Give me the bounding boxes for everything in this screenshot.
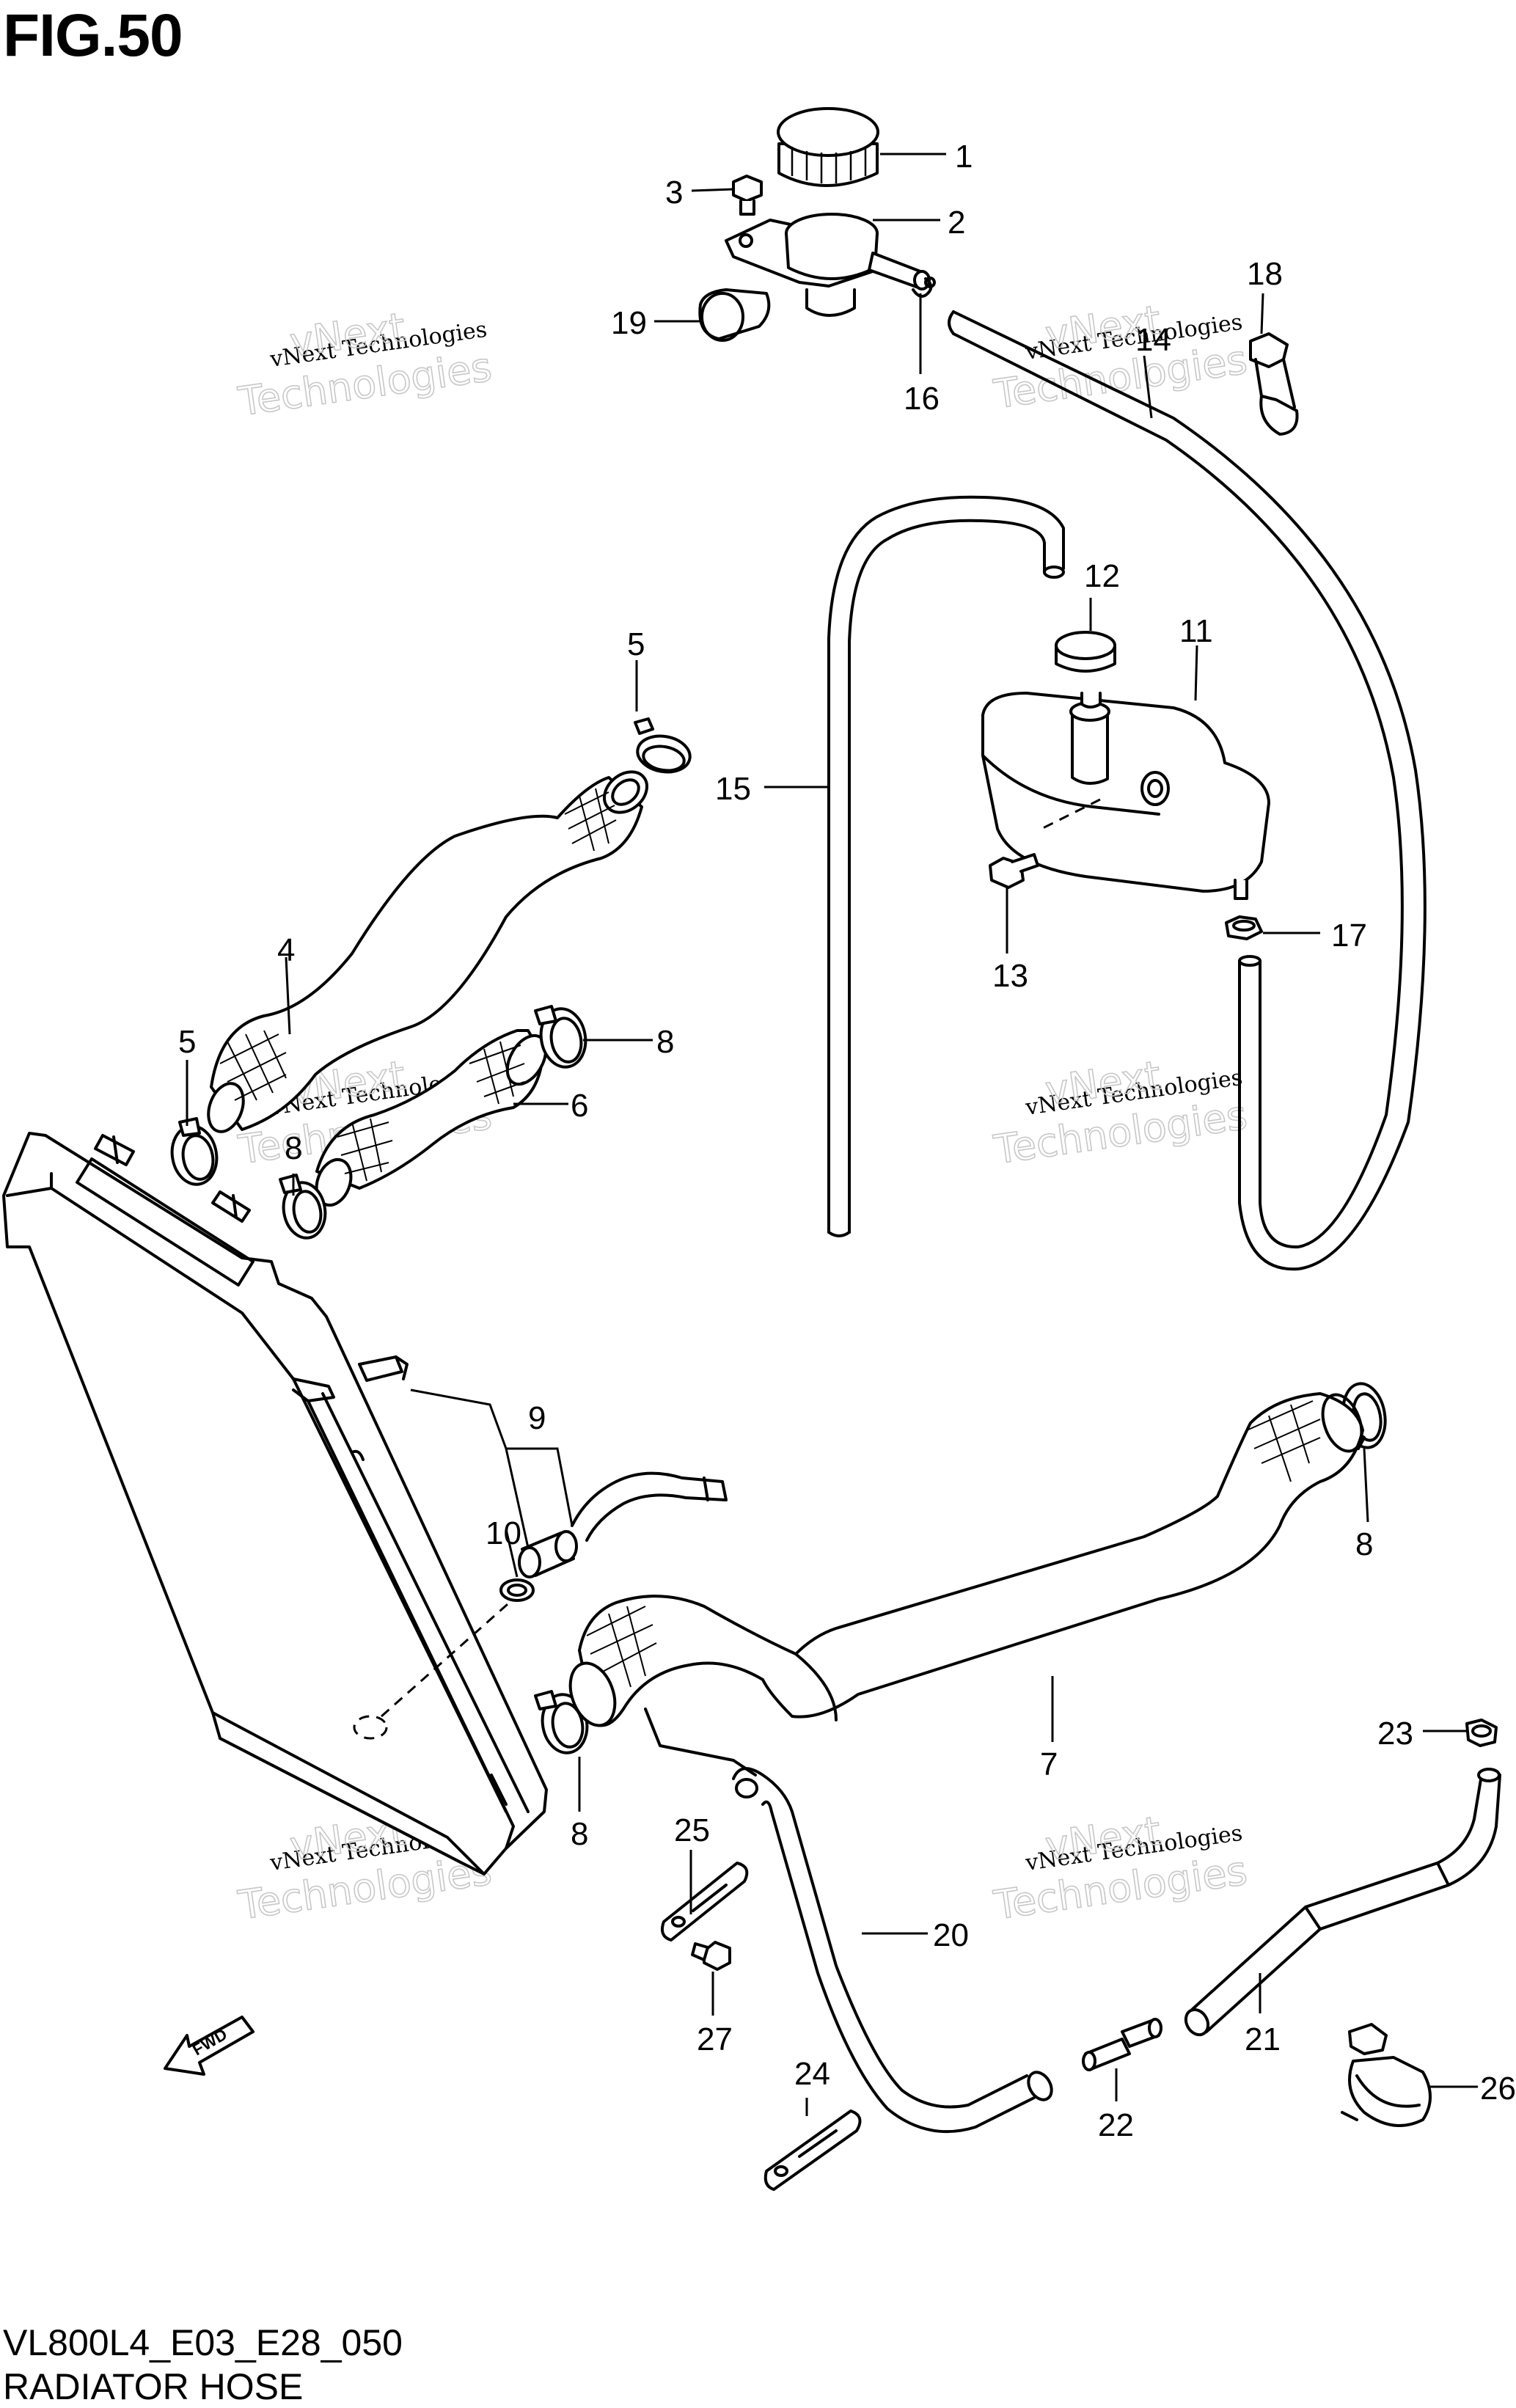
- part-5-clamp-upper[interactable]: [634, 717, 692, 776]
- callout-24: 24: [794, 2056, 830, 2092]
- callout-4: 4: [277, 932, 295, 968]
- part-8-clamp-left[interactable]: [279, 1174, 329, 1241]
- part-8-clamp-upper-right[interactable]: [534, 1005, 590, 1070]
- fwd-direction-arrow: FWD: [164, 2016, 255, 2076]
- part-2-filler-neck[interactable]: [725, 213, 931, 317]
- callout-3: 3: [665, 175, 683, 211]
- radiator-core[interactable]: [2, 1132, 548, 1875]
- watermark-outline-small: vNext: [1042, 1052, 1163, 1113]
- callout-6: 6: [571, 1088, 588, 1124]
- callout-16: 16: [904, 381, 940, 417]
- callout-23: 23: [1377, 1716, 1413, 1752]
- figure-code: VL800L4_E03_E28_050: [3, 2322, 403, 2363]
- figure-name: RADIATOR HOSE: [3, 2366, 304, 2407]
- callout-14: 14: [1135, 322, 1171, 358]
- callout-17: 17: [1331, 918, 1367, 954]
- callout-27: 27: [697, 2021, 733, 2057]
- part-5-clamp-lower[interactable]: [168, 1117, 221, 1188]
- leader-lines: [186, 153, 1478, 2116]
- callout-20: 20: [933, 1917, 969, 1953]
- callout-8-upper: 8: [656, 1024, 674, 1060]
- callout-26: 26: [1480, 2071, 1516, 2107]
- part-17-clamp[interactable]: [1225, 915, 1263, 940]
- part-25-bracket[interactable]: [661, 1862, 749, 1942]
- part-6-hose[interactable]: [310, 1029, 554, 1210]
- part-13-bolt[interactable]: [989, 853, 1039, 889]
- callout-15: 15: [715, 771, 751, 807]
- part-22-joint[interactable]: [1082, 2018, 1162, 2071]
- part-19-clamp[interactable]: [698, 288, 771, 342]
- callout-9: 9: [528, 1400, 546, 1436]
- callout-11: 11: [1179, 613, 1213, 649]
- callout-13: 13: [992, 958, 1028, 994]
- part-27-bolt[interactable]: [691, 1941, 731, 1971]
- part-9-thermo-switch[interactable]: [518, 1471, 728, 1578]
- part-12-reservoir-cap[interactable]: [1055, 631, 1116, 673]
- watermark-outline-small: vNext: [287, 304, 408, 365]
- part-15-breather-hose[interactable]: [827, 495, 1065, 1237]
- figure-title: FIG.50: [3, 2, 183, 69]
- callout-18: 18: [1247, 256, 1283, 292]
- part-18-clamp[interactable]: [1249, 332, 1299, 436]
- callout-7: 7: [1040, 1746, 1058, 1782]
- part-20-hose[interactable]: [732, 1767, 1056, 2134]
- watermark-outline-small: vNext: [1042, 1807, 1163, 1869]
- callout-8-left: 8: [285, 1130, 302, 1166]
- callout-5-lower: 5: [178, 1024, 196, 1060]
- part-23-clip[interactable]: [1465, 1719, 1498, 1747]
- part-10-gasket[interactable]: [499, 1578, 535, 1602]
- callout-8-lower: 8: [571, 1816, 588, 1852]
- part-16-clip[interactable]: [912, 277, 936, 298]
- part-11-reservoir-tank[interactable]: [981, 692, 1270, 900]
- callout-10: 10: [486, 1515, 521, 1551]
- part-21-hose[interactable]: [1182, 1768, 1501, 2039]
- callout-19: 19: [611, 305, 647, 341]
- part-26-clamp[interactable]: [1341, 2023, 1432, 2127]
- callout-21: 21: [1245, 2021, 1281, 2057]
- callout-25: 25: [674, 1812, 710, 1848]
- callout-2: 2: [948, 205, 965, 241]
- part-1-radiator-cap[interactable]: [777, 107, 879, 187]
- callout-5-upper: 5: [627, 626, 645, 662]
- part-24-bracket[interactable]: [764, 2109, 862, 2191]
- callout-labels: 1 2 3 4 5 5 6 7 8 8 8 8 9 10 11 12 13 14…: [178, 139, 1516, 2143]
- callout-1: 1: [955, 139, 973, 175]
- part-14-overflow-hose[interactable]: [948, 310, 1427, 1271]
- callout-12: 12: [1084, 558, 1120, 594]
- part-3-bolt[interactable]: [732, 175, 763, 216]
- part-4-upper-hose[interactable]: [202, 764, 655, 1136]
- callout-22: 22: [1098, 2107, 1134, 2143]
- callout-8-right: 8: [1355, 1526, 1373, 1562]
- part-7-lower-hose[interactable]: [563, 1389, 1369, 1776]
